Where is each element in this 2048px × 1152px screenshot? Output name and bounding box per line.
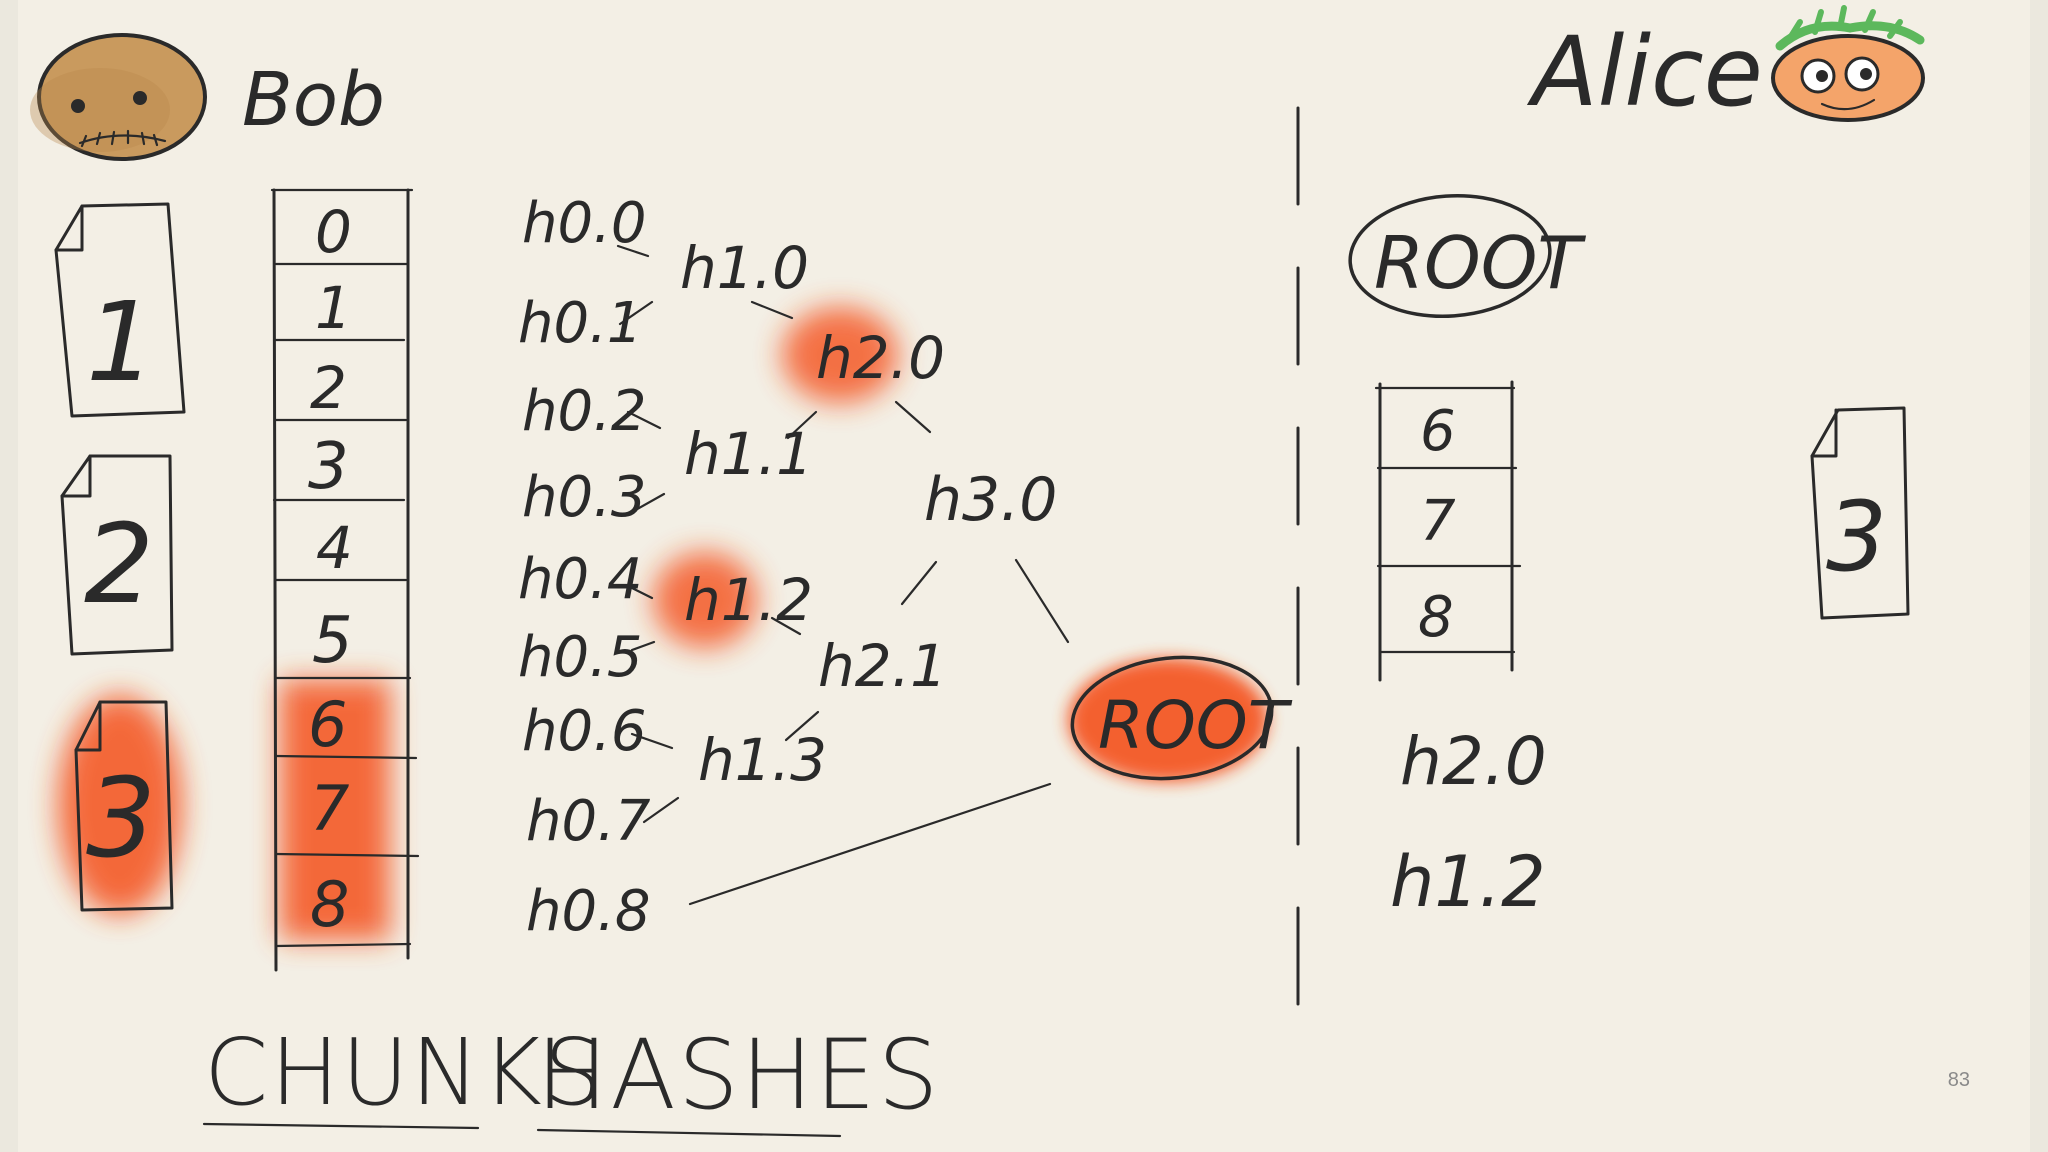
- chunks-underline: [202, 1122, 480, 1130]
- highlight-chunks-678: [280, 680, 390, 940]
- edge-h13-h21: [784, 710, 820, 742]
- root-ellipse: [1070, 655, 1274, 781]
- edge-h20-h30: [894, 400, 932, 434]
- hash-h0-1: h0.1: [518, 291, 643, 356]
- alice-chunk-8: 8: [1418, 585, 1454, 650]
- bob-avatar: [30, 33, 207, 161]
- hash-h2-1: h2.1: [818, 632, 947, 700]
- chunk-7: 7: [310, 772, 349, 845]
- file-3: [74, 700, 174, 912]
- alice-name: Alice: [1526, 16, 1763, 128]
- chunk-2: 2: [310, 354, 347, 422]
- highlight-root: [1068, 658, 1268, 782]
- chunk-5: 5: [312, 604, 353, 678]
- hash-h1-2: h1.2: [684, 566, 813, 634]
- edge-h04-h12: [630, 586, 654, 600]
- edge-h12-h21: [770, 616, 802, 636]
- alice-root-ellipse: [1348, 193, 1552, 319]
- hash-h0-8: h0.8: [526, 879, 651, 944]
- hash-tree: h0.0 h0.1 h0.2 h0.3 h0.4 h0.5 h0.6 h0.7 …: [518, 191, 1293, 944]
- chunk-1: 1: [315, 274, 352, 342]
- alice-file-3: 3: [1810, 406, 1910, 620]
- edge-h21-h30: [900, 560, 938, 606]
- highlight-h1-2: [653, 552, 757, 648]
- hash-h0-0: h0.0: [522, 191, 647, 256]
- hash-h0-4: h0.4: [518, 547, 643, 612]
- alice-chunk-column: 6 7 8: [1374, 380, 1522, 682]
- file-1-label: 1: [86, 278, 156, 406]
- hash-h0-7: h0.7: [526, 789, 651, 854]
- alice-chunk-7: 7: [1420, 489, 1456, 554]
- hashes-underline: [536, 1128, 842, 1138]
- edge-h11-h20: [786, 410, 818, 440]
- chunk-6: 6: [308, 688, 347, 761]
- hash-h1-0: h1.0: [680, 234, 809, 302]
- chunk-column: 0 1 2 3 4 5 6 7 8: [270, 188, 420, 972]
- alice-hash-h1-2: h1.2: [1390, 841, 1546, 923]
- root-label: ROOT: [1098, 687, 1293, 764]
- hash-h0-2: h0.2: [522, 379, 647, 444]
- hash-h0-3: h0.3: [522, 465, 647, 530]
- edge-h30-root: [1014, 558, 1070, 644]
- alice-file-3-label: 3: [1826, 481, 1887, 593]
- edge-h05-h12: [630, 640, 656, 652]
- page-number: 83: [1947, 1069, 1970, 1091]
- hash-h0-5: h0.5: [518, 625, 643, 690]
- edge-h08-root: [688, 782, 1052, 906]
- edge-h03-h11: [630, 492, 666, 514]
- edge-h02-h11: [626, 410, 662, 430]
- alice-hash-h2-0: h2.0: [1400, 723, 1547, 800]
- chunk-0: 0: [315, 198, 352, 266]
- hash-h1-3: h1.3: [698, 726, 827, 794]
- hash-h1-1: h1.1: [684, 420, 813, 488]
- hashes-heading: HASHES: [536, 1019, 941, 1131]
- chunks-heading: CHUNKS: [204, 1019, 604, 1126]
- alice-chunk-6: 6: [1420, 399, 1456, 464]
- edge-h00-h10: [616, 244, 650, 258]
- chunk-3: 3: [308, 430, 349, 504]
- alice-avatar: [1771, 5, 1925, 122]
- edge-h01-h10: [618, 300, 654, 326]
- hash-h0-6: h0.6: [522, 699, 647, 764]
- alice-side: ROOT 6 7 8 h2.0 h1.2 3: [1348, 193, 1910, 923]
- chunk-8: 8: [310, 868, 349, 941]
- file-1: [54, 202, 186, 418]
- edge-h06-h13: [630, 732, 674, 750]
- file-2-label: 2: [84, 500, 154, 628]
- bob-name: Bob: [242, 57, 385, 143]
- edge-h10-h20: [750, 300, 794, 320]
- alice-root-label: ROOT: [1374, 221, 1586, 305]
- highlights: [58, 307, 1268, 940]
- chunk-4: 4: [316, 514, 353, 582]
- hash-h3-0: h3.0: [924, 465, 1057, 535]
- edge-h07-h13: [642, 796, 680, 824]
- file-2: [60, 454, 174, 656]
- file-3-label: 3: [86, 754, 156, 882]
- highlight-h2-0: [782, 307, 898, 403]
- bob-files: 1 2 3: [54, 202, 186, 912]
- hash-h2-0: h2.0: [816, 324, 945, 392]
